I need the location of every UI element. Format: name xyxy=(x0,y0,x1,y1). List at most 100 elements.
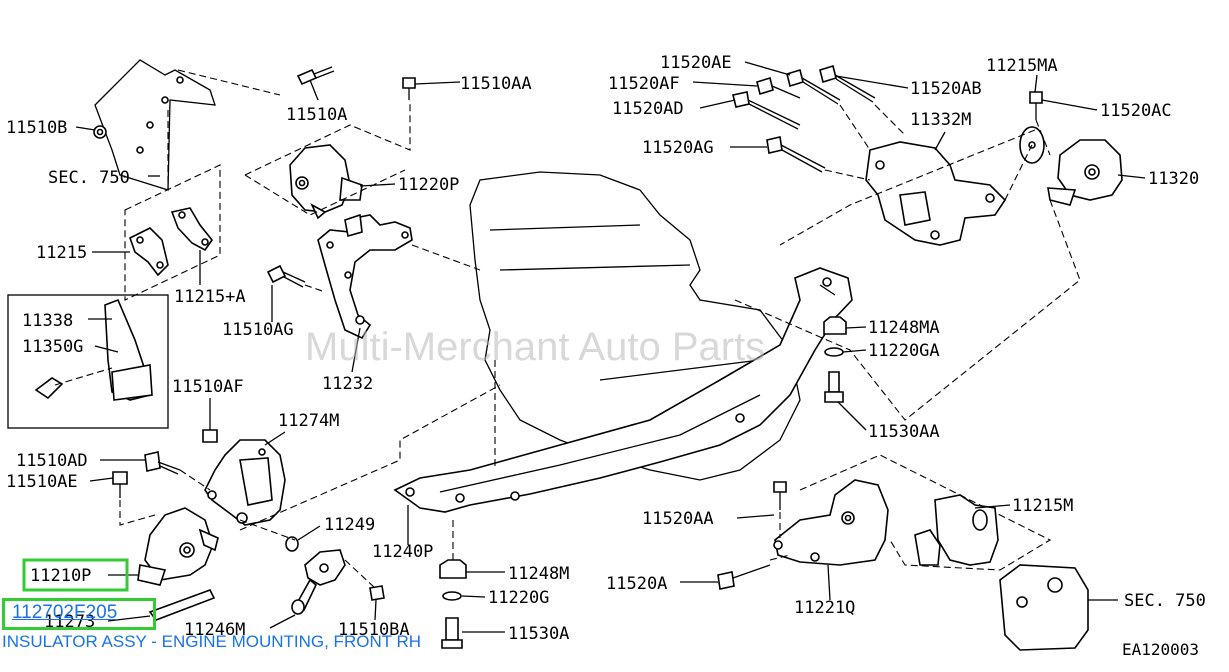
label-sec-750-upper[interactable]: SEC. 750 xyxy=(48,168,130,188)
bolt-11510a[interactable] xyxy=(296,66,335,86)
mount-11210p[interactable] xyxy=(137,507,219,586)
label-11221q[interactable]: 11221Q xyxy=(794,598,855,618)
label-11510ag[interactable]: 11510AG xyxy=(222,320,294,340)
bolt-11520ac[interactable] xyxy=(1029,91,1043,120)
watermark: Multi-Merchant Auto Parts xyxy=(305,325,765,369)
dash-11520ac xyxy=(1035,119,1051,156)
bracket-group-outline xyxy=(124,164,221,301)
label-11338[interactable]: 11338 xyxy=(22,311,73,331)
label-11215-a[interactable]: 11215+A xyxy=(174,287,246,307)
label-11220p[interactable]: 11220P xyxy=(398,175,459,195)
bolt-11520ad[interactable] xyxy=(732,91,801,130)
label-11215m[interactable]: 11215M xyxy=(1012,496,1073,516)
label-11510b[interactable]: 11510B xyxy=(6,118,67,138)
dash-11510ag xyxy=(304,284,326,293)
dash-lower-right xyxy=(799,454,1052,571)
mount-11320[interactable] xyxy=(1047,139,1123,206)
label-11220ga[interactable]: 11220GA xyxy=(868,341,940,361)
label-11510a[interactable]: 11510A xyxy=(286,105,347,125)
bolt-11530aa[interactable] xyxy=(824,371,844,403)
label-11510ae[interactable]: 11510AE xyxy=(6,472,78,492)
highlight-box xyxy=(22,558,129,592)
leader-lines xyxy=(75,61,1146,633)
label-11220g[interactable]: 11220G xyxy=(488,588,549,608)
label-11210p[interactable]: 11210P xyxy=(30,566,91,586)
washer-11220ga[interactable] xyxy=(824,347,844,357)
nut-11248ma[interactable] xyxy=(823,316,847,335)
dash-11520ag xyxy=(824,169,871,181)
bolt-11520ab[interactable] xyxy=(819,64,876,103)
dash-11249 xyxy=(239,519,296,541)
washer-11215ma[interactable] xyxy=(1019,126,1045,164)
dash-11220p xyxy=(244,100,411,176)
label-11332m[interactable]: 11332M xyxy=(910,110,971,130)
label-11215ma[interactable]: 11215MA xyxy=(986,56,1058,76)
mount-11221q[interactable] xyxy=(773,479,889,566)
label-11520ae[interactable]: 11520AE xyxy=(660,53,732,73)
bolt-11520a[interactable] xyxy=(717,564,771,590)
label-11248m[interactable]: 11248M xyxy=(508,564,569,584)
inset-box xyxy=(7,294,169,429)
label-11520af[interactable]: 11520AF xyxy=(608,74,680,94)
label-11510ad[interactable]: 11510AD xyxy=(16,451,88,471)
part-description: INSULATOR ASSY - ENGINE MOUNTING, FRONT … xyxy=(2,632,422,651)
label-11520a[interactable]: 11520A xyxy=(606,574,667,594)
label-11249[interactable]: 11249 xyxy=(324,515,375,535)
label-11510aa[interactable]: 11510AA xyxy=(460,74,532,94)
bolt-11520aa[interactable] xyxy=(773,481,787,510)
bolt-11530a[interactable] xyxy=(441,617,463,649)
label-11240p[interactable]: 11240P xyxy=(372,542,433,562)
bracket-11332m[interactable] xyxy=(865,141,1007,246)
bracket-11215[interactable] xyxy=(129,227,169,277)
part-number-link[interactable]: 112702F205 xyxy=(12,602,118,623)
bracket-11232[interactable] xyxy=(317,213,413,340)
bolt-11520af[interactable] xyxy=(756,76,801,99)
crossmember-11240p[interactable] xyxy=(393,267,853,513)
label-11232[interactable]: 11232 xyxy=(322,374,373,394)
label-11520ab[interactable]: 11520AB xyxy=(910,79,982,99)
dash-11520ae xyxy=(839,104,871,151)
bolt-11510aa[interactable] xyxy=(402,77,416,100)
bracket-11274m[interactable] xyxy=(204,439,286,526)
label-11530aa[interactable]: 11530AA xyxy=(868,422,940,442)
label-11510ba[interactable]: 11510BA xyxy=(338,620,410,640)
diagram-code: EA120003 xyxy=(1122,640,1199,659)
bolt-11510ag[interactable] xyxy=(266,264,306,288)
bolt-11510af[interactable] xyxy=(202,425,218,443)
sec-750-lower xyxy=(999,564,1089,651)
label-11520ad[interactable]: 11520AD xyxy=(612,99,684,119)
label-11274m[interactable]: 11274M xyxy=(278,411,339,431)
bolt-11510ad[interactable] xyxy=(144,451,181,475)
washer-11249[interactable] xyxy=(285,536,299,552)
label-11320[interactable]: 11320 xyxy=(1148,169,1199,189)
label-11520ac[interactable]: 11520AC xyxy=(1100,101,1172,121)
label-11246m[interactable]: 11246M xyxy=(184,620,245,640)
dash-11520a xyxy=(769,554,791,561)
strap-11273[interactable] xyxy=(148,589,216,621)
bolt-11520ag[interactable] xyxy=(766,136,826,173)
rod-11246m[interactable] xyxy=(291,549,346,615)
label-11520aa[interactable]: 11520AA xyxy=(642,509,714,529)
dash-right-loop xyxy=(734,144,1081,421)
label-11215[interactable]: 11215 xyxy=(36,243,87,263)
label-11350g[interactable]: 11350G xyxy=(22,337,83,357)
sec-750-bracket xyxy=(94,59,281,191)
bolt-11510ba[interactable] xyxy=(369,585,385,601)
insulator-11215m[interactable] xyxy=(914,494,999,566)
label-11530a[interactable]: 11530A xyxy=(508,624,569,644)
bolt-11520ae[interactable] xyxy=(786,68,841,105)
bolt-11510ae[interactable] xyxy=(112,471,128,498)
washer-11220g[interactable] xyxy=(442,591,462,601)
bracket-11215-a[interactable] xyxy=(170,207,213,252)
label-11248ma[interactable]: 11248MA xyxy=(868,318,940,338)
label-11510af[interactable]: 11510AF xyxy=(172,377,244,397)
nut-11248m[interactable] xyxy=(439,559,467,579)
mount-11220p[interactable] xyxy=(289,144,363,220)
label-11520ag[interactable]: 11520AG xyxy=(642,138,714,158)
bolt-11510b[interactable] xyxy=(93,125,107,139)
dash-11510ae xyxy=(119,500,156,526)
label-sec-750-lower[interactable]: SEC. 750 xyxy=(1124,591,1206,611)
dash-11510ba xyxy=(344,559,376,589)
engine-block xyxy=(469,171,801,481)
